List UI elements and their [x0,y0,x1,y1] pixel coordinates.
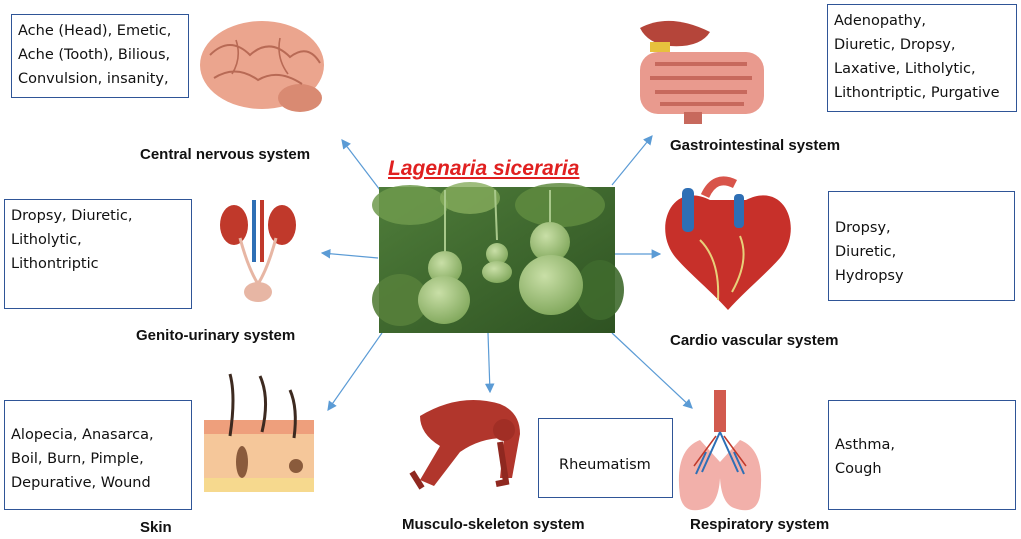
lagenaria-plant-photo [372,182,624,333]
arrow-to-musculo-skeleton [484,332,495,394]
system-label-skin: Skin [140,519,172,536]
effect-line: Laxative, Litholytic, [834,61,976,77]
effect-line: Asthma, [835,437,895,453]
effect-line: Hydropsy [835,268,904,284]
effect-line: Adenopathy, [834,13,927,29]
arrow-to-gastrointestinal [611,135,653,186]
plant-title: Lagenaria siceraria [388,157,580,180]
system-label-musculo-skeleton: Musculo-skeleton system [402,516,585,533]
arrow-to-skin [327,332,383,411]
skin-icon [204,373,314,492]
effect-line: Litholytic, [11,232,82,248]
effects-box-genito-urinary: Dropsy, Diuretic, Litholytic, Lithontrip… [4,199,192,309]
arrow-to-central-nervous [341,139,381,191]
effect-line: Convulsion, insanity, [18,71,169,87]
effect-line: Alopecia, Anasarca, [11,427,154,443]
effects-box-central-nervous: Ache (Head), Emetic, Ache (Tooth), Bilio… [11,14,189,98]
lungs-icon [678,390,762,511]
effects-box-musculo-skeleton: Rheumatism [538,418,673,498]
effects-box-skin: Alopecia, Anasarca, Boil, Burn, Pimple, … [4,400,192,510]
kidney-icon [220,200,296,302]
intestine-icon [640,20,764,124]
muscle-figure-icon [409,400,520,490]
effect-line: Lithontriptic [11,256,99,272]
effects-box-respiratory: Asthma, Cough [828,400,1016,510]
effects-box-gastrointestinal: Adenopathy, Diuretic, Dropsy, Laxative, … [827,4,1017,112]
effect-line: Dropsy, [835,220,891,236]
heart-icon [665,176,791,310]
effect-line: Ache (Head), Emetic, [18,23,172,39]
effect-line: Cough [835,461,882,477]
effect-line: Rheumatism [559,457,651,473]
arrow-to-respiratory [611,332,693,409]
effect-line: Diuretic, [835,244,897,260]
effects-box-cardio-vascular: Dropsy, Diuretic, Hydropsy [828,191,1015,301]
brain-icon [200,21,324,112]
effect-line: Ache (Tooth), Bilious, [18,47,171,63]
system-label-cardio-vascular: Cardio vascular system [670,332,839,349]
system-label-respiratory: Respiratory system [690,516,830,533]
effect-line: Boil, Burn, Pimple, [11,451,144,467]
system-label-gastrointestinal: Gastrointestinal system [670,137,841,154]
effect-line: Dropsy, Diuretic, [11,208,133,224]
arrow-to-genito-urinary [320,248,379,259]
effect-line: Diuretic, Dropsy, [834,37,956,53]
system-label-genito-urinary: Genito-urinary system [136,327,296,344]
system-label-central-nervous: Central nervous system [140,146,311,163]
effect-line: Lithontriptic, Purgative [834,85,1000,101]
effect-line: Depurative, Wound [11,475,151,491]
